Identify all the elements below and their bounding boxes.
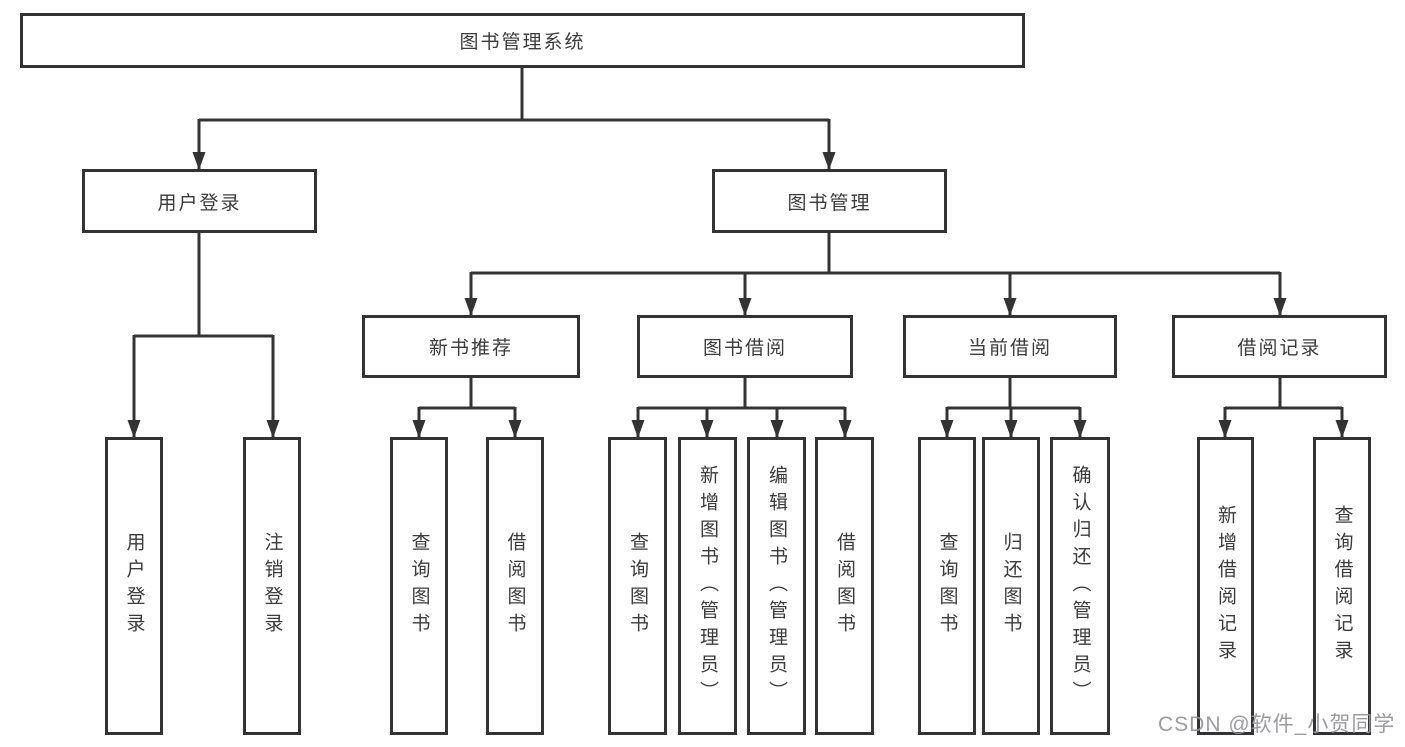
node-leaf-confirm-return-admin: 确认归还（管理员） [1050, 437, 1110, 735]
node-leaf-borrow-books-recommend: 借阅图书 [486, 437, 544, 735]
node-leaf-borrow-books-recommend-label: 借阅图书 [504, 532, 526, 640]
node-root-label: 图书管理系统 [459, 32, 586, 53]
node-leaf-query-books-current-label: 查询图书 [936, 532, 958, 640]
node-leaf-add-book-admin: 新增图书（管理员） [678, 437, 737, 735]
node-user-login: 用户登录 [82, 169, 317, 233]
node-leaf-edit-book-admin-label: 编辑图书（管理员） [766, 464, 787, 708]
node-leaf-user-login: 用户登录 [105, 437, 163, 735]
node-leaf-query-borrow-record: 查询借阅记录 [1313, 437, 1371, 735]
node-leaf-borrow-books-label: 借阅图书 [834, 532, 855, 640]
node-root-system: 图书管理系统 [20, 13, 1025, 68]
node-leaf-return-book: 归还图书 [982, 437, 1040, 735]
node-book-management-label: 图书管理 [787, 192, 872, 214]
node-leaf-add-borrow-record-label: 新增借阅记录 [1215, 505, 1236, 667]
node-borrow-records-label: 借阅记录 [1237, 338, 1322, 359]
node-borrow-records: 借阅记录 [1172, 315, 1387, 378]
node-current-borrow: 当前借阅 [903, 315, 1117, 378]
tree-edges [127, 68, 1349, 438]
node-book-borrow: 图书借阅 [637, 315, 853, 378]
node-leaf-borrow-books: 借阅图书 [815, 437, 874, 735]
node-book-management: 图书管理 [712, 169, 947, 233]
node-leaf-logout-label: 注销登录 [261, 532, 283, 640]
node-leaf-return-book-label: 归还图书 [1000, 532, 1022, 640]
node-current-borrow-label: 当前借阅 [967, 338, 1052, 359]
node-leaf-add-book-admin-label: 新增图书（管理员） [697, 464, 718, 708]
node-leaf-query-books-borrow: 查询图书 [608, 437, 667, 735]
node-leaf-query-books-current: 查询图书 [918, 437, 976, 735]
node-book-borrow-label: 图书借阅 [702, 338, 787, 359]
node-new-book-recommend: 新书推荐 [362, 315, 580, 378]
node-leaf-query-borrow-record-label: 查询借阅记录 [1331, 505, 1353, 667]
csdn-watermark: CSDN @软件_小贺同学 [1158, 713, 1396, 736]
node-leaf-query-books-borrow-label: 查询图书 [627, 532, 648, 640]
node-leaf-logout: 注销登录 [243, 437, 301, 735]
node-leaf-user-login-label: 用户登录 [123, 532, 145, 640]
node-leaf-query-books-recommend: 查询图书 [390, 437, 448, 735]
node-leaf-query-books-recommend-label: 查询图书 [408, 532, 430, 640]
node-leaf-edit-book-admin: 编辑图书（管理员） [747, 437, 806, 735]
node-leaf-add-borrow-record: 新增借阅记录 [1197, 437, 1254, 735]
node-user-login-label: 用户登录 [157, 192, 242, 214]
node-leaf-confirm-return-admin-label: 确认归还（管理员） [1069, 464, 1091, 708]
node-new-book-recommend-label: 新书推荐 [428, 338, 513, 359]
